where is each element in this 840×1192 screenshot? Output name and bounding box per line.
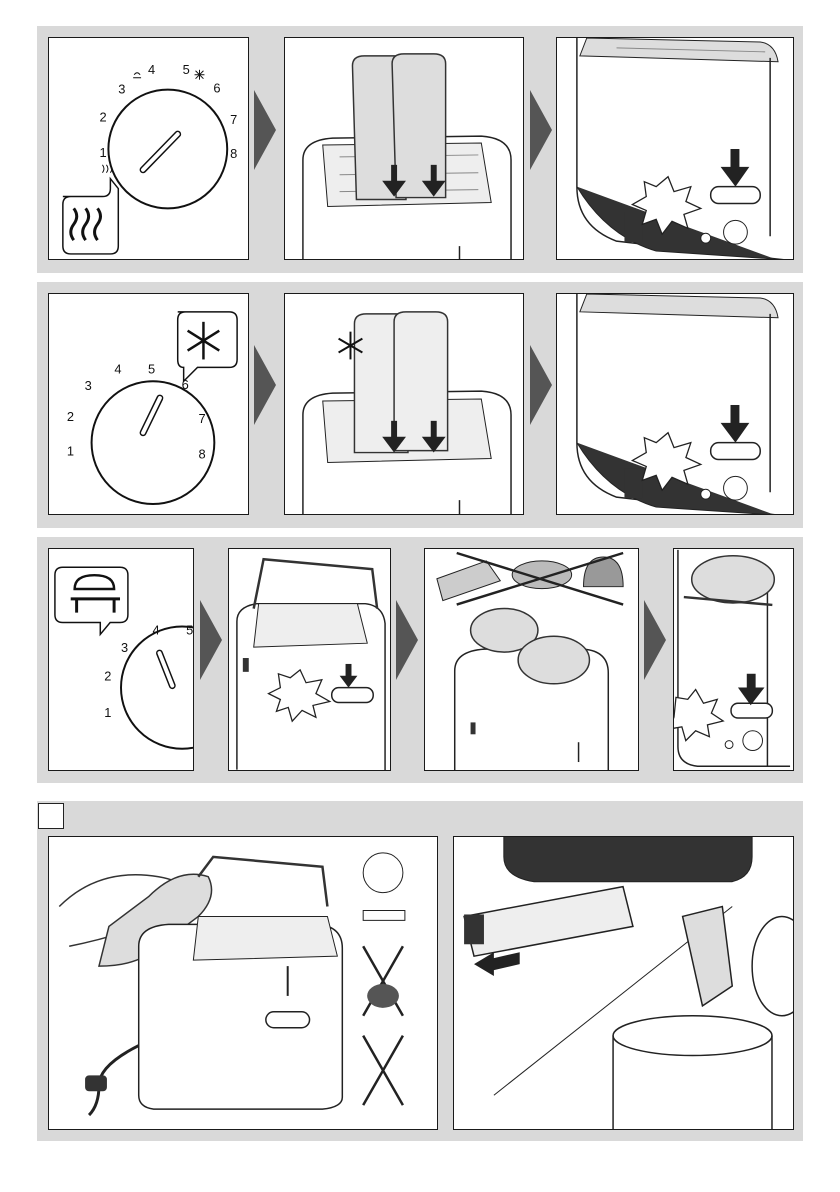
trash-bin xyxy=(613,1016,772,1056)
dial-number-7: 7 xyxy=(198,411,205,426)
dial-number-7: 7 xyxy=(230,112,237,127)
toaster-with-bun-rack-illustration xyxy=(229,549,390,770)
panel-browning-dial: 1 2 3 4 5 6 7 8 xyxy=(48,37,249,260)
dial-number-1: 1 xyxy=(67,443,74,458)
bun-rack xyxy=(254,559,377,608)
bun-rack xyxy=(198,857,327,907)
brand-logo xyxy=(624,212,642,242)
dial-number-6: 6 xyxy=(213,81,220,96)
bun-warmer-icon-small xyxy=(133,73,141,78)
panel-bun-rack-toaster xyxy=(228,548,391,771)
dial-number-4: 4 xyxy=(153,622,160,637)
browning-dial-illustration: 1 2 3 4 5 6 7 8 xyxy=(49,38,248,259)
panel-insert-frozen-bread xyxy=(284,293,524,515)
lever xyxy=(266,1012,310,1028)
lever xyxy=(332,688,373,703)
step-arrow-icon xyxy=(254,345,276,425)
crumb-tray-illustration xyxy=(454,837,793,1129)
dial-number-1: 1 xyxy=(99,145,106,160)
panel-crumb-tray xyxy=(453,836,794,1130)
bun-warmer-icon xyxy=(55,567,128,634)
only-buns-illustration xyxy=(425,549,638,770)
crumb-tray xyxy=(464,887,633,957)
browning-knob xyxy=(724,476,748,500)
dial-number-2: 2 xyxy=(67,409,74,424)
stop-button xyxy=(701,489,711,499)
down-arrow-icon xyxy=(721,149,750,187)
dial-number-2: 2 xyxy=(99,109,106,124)
dial-number-5: 5 xyxy=(183,62,190,77)
lever xyxy=(731,703,772,718)
section-marker-box xyxy=(38,803,64,829)
reheat-dial-illustration: 1 2 3 4 5 xyxy=(49,549,193,770)
toaster-press-lever-illustration xyxy=(557,294,793,514)
stop-button xyxy=(701,233,711,243)
lever xyxy=(711,443,761,460)
power-plug-icon xyxy=(85,1075,107,1091)
dial-number-8: 8 xyxy=(230,146,237,161)
panel-defrost-dial: 1 2 3 4 5 6 7 8 xyxy=(48,293,249,515)
step-arrow-icon xyxy=(530,345,552,425)
step-arrow-icon xyxy=(530,90,552,170)
dial-number-5: 5 xyxy=(148,361,155,376)
heat-waves-icon xyxy=(63,179,118,254)
defrost-dial-illustration: 1 2 3 4 5 6 7 8 xyxy=(49,294,248,514)
dial-number-3: 3 xyxy=(85,378,92,393)
toaster-insert-bread-illustration xyxy=(285,38,523,259)
panel-clean-exterior xyxy=(48,836,438,1130)
brand-logo xyxy=(471,722,476,734)
down-arrow-icon xyxy=(721,405,750,443)
step-arrow-icon xyxy=(200,600,222,680)
step-arrow-icon xyxy=(396,600,418,680)
browning-knob xyxy=(724,220,748,244)
step-arrow-icon xyxy=(254,90,276,170)
dial-number-5: 5 xyxy=(186,622,193,637)
toaster-buns-lever-illustration xyxy=(674,549,793,770)
brand-logo xyxy=(243,658,249,672)
cleaning-exterior-illustration xyxy=(49,837,437,1129)
panel-reheat-dial: 1 2 3 4 5 xyxy=(48,548,194,771)
dial-number-2: 2 xyxy=(104,669,111,684)
browning-knob xyxy=(743,731,763,751)
brand-logo xyxy=(624,468,642,498)
snowflake-icon xyxy=(178,312,237,381)
no-abrasive-icon xyxy=(363,853,405,1105)
panel-insert-bread xyxy=(284,37,524,260)
dial-number-3: 3 xyxy=(118,82,125,97)
panel-press-lever-defrost xyxy=(556,293,794,515)
dial-number-4: 4 xyxy=(148,62,155,77)
panel-press-lever-buns xyxy=(673,548,794,771)
toaster-press-lever-illustration xyxy=(557,38,793,259)
bun-icon xyxy=(692,556,775,603)
step-arrow-icon xyxy=(644,600,666,680)
lever xyxy=(711,187,761,204)
stop-button xyxy=(725,741,733,749)
panel-only-buns xyxy=(424,548,639,771)
snowflake-icon-small xyxy=(195,70,205,80)
forbidden-foods-icon xyxy=(437,553,623,605)
panel-press-lever xyxy=(556,37,794,260)
dial-number-4: 4 xyxy=(114,361,121,376)
left-arrow-icon xyxy=(474,952,520,976)
dial-number-3: 3 xyxy=(121,640,128,655)
dial-number-1: 1 xyxy=(104,705,111,720)
toaster-frozen-bread-illustration xyxy=(285,294,523,514)
dial-number-8: 8 xyxy=(198,446,205,461)
